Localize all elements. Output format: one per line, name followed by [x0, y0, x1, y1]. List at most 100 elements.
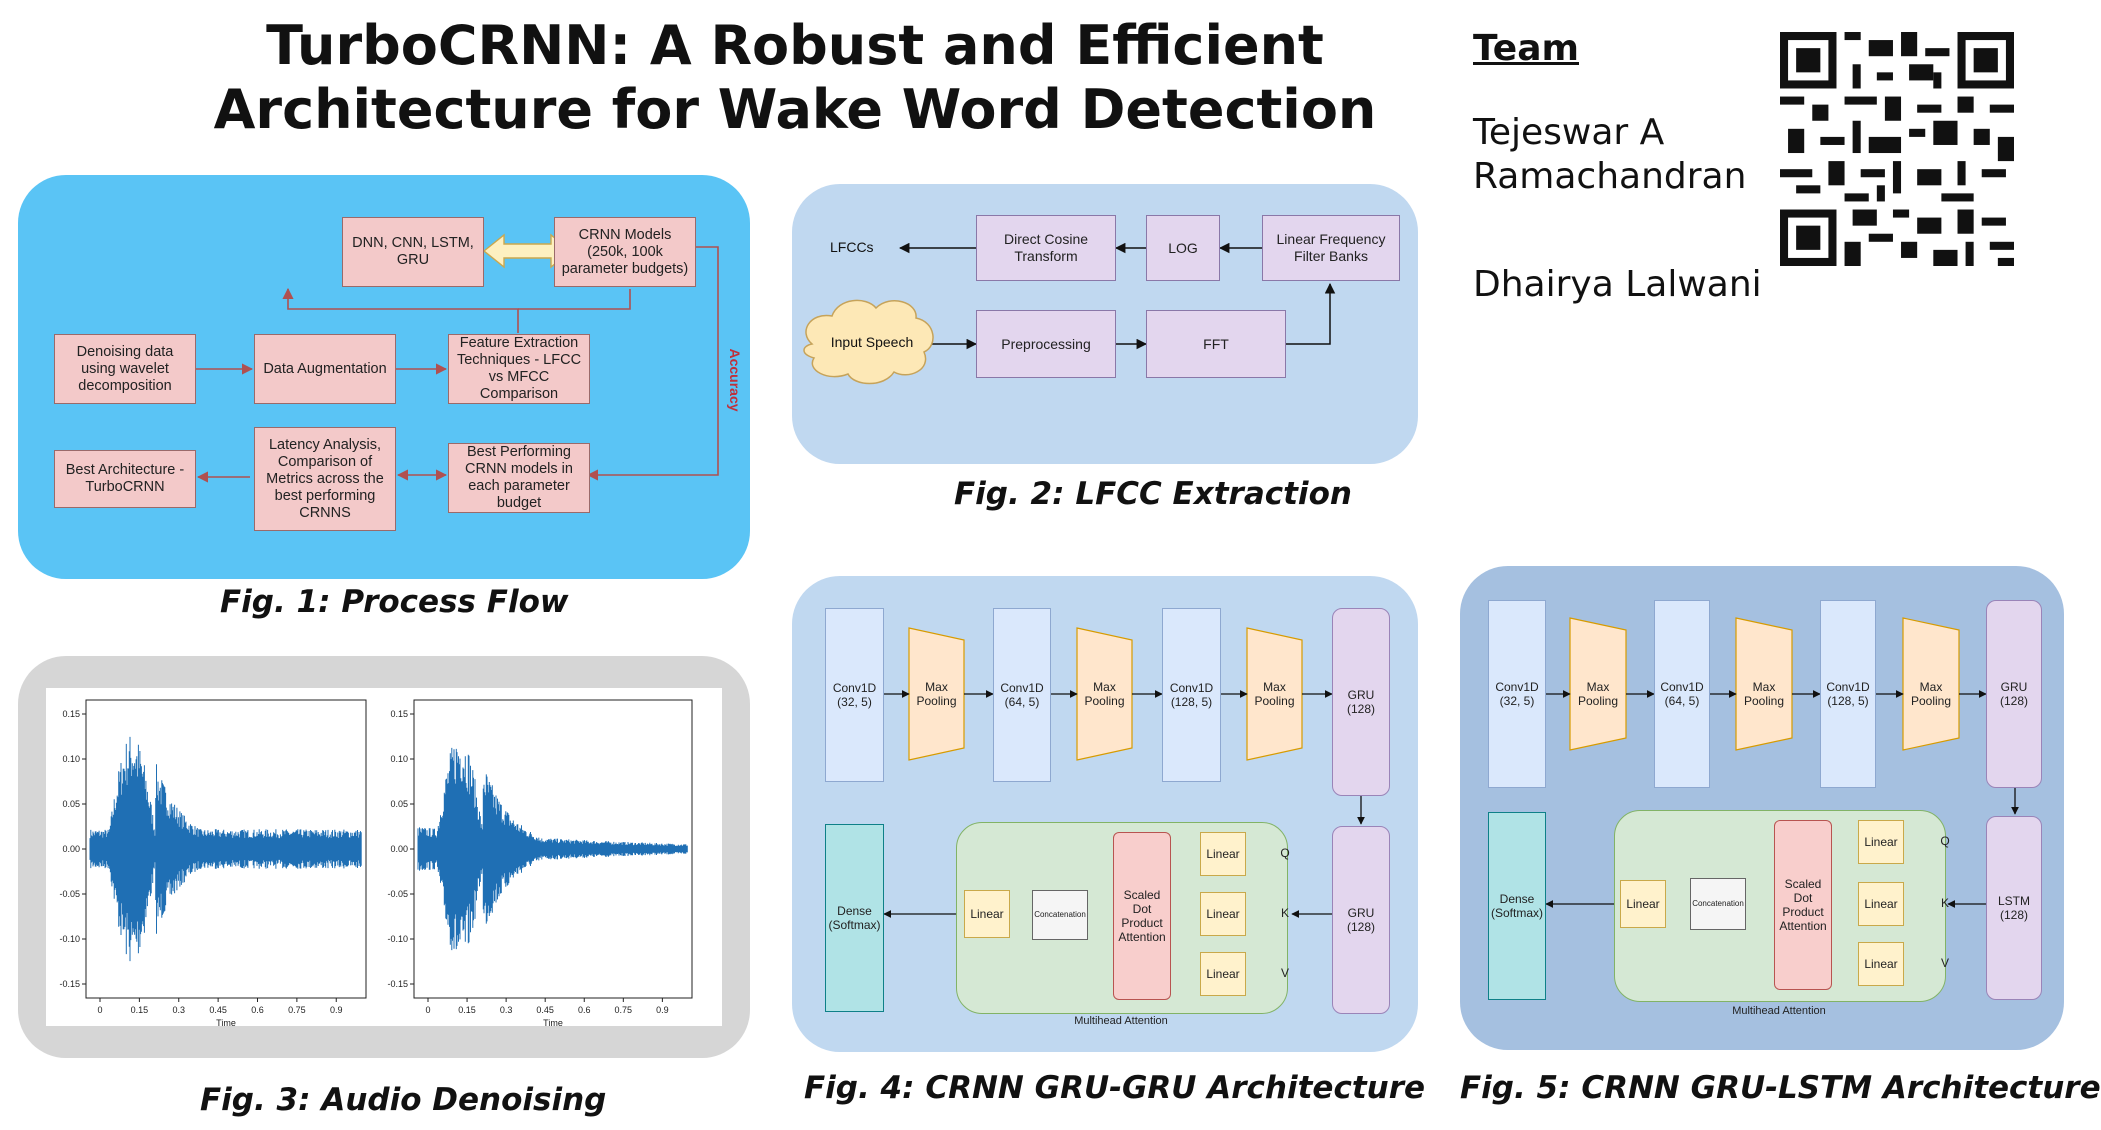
- fig5-rnn1-box: GRU (128): [1986, 600, 2042, 788]
- fig5-conv3-box: Conv1D (128, 5): [1820, 600, 1876, 788]
- fig4-k-label: K: [1280, 906, 1289, 920]
- fig3-original-ytick-label: 0.00: [62, 844, 80, 854]
- fig5-k-label: K: [1940, 896, 1949, 910]
- fig3-denoised-ytick-label: 0.05: [390, 799, 408, 809]
- fig4-mha-label: Multihead Attention: [1074, 1015, 1168, 1027]
- fig2-caption: Fig. 2: LFCC Extraction: [954, 476, 1352, 512]
- fig3-original-xtick-label: 0.9: [330, 1005, 343, 1015]
- fig4-conv2-box: Conv1D (64, 5): [993, 608, 1051, 782]
- fig4-linear-v: Linear: [1200, 952, 1246, 996]
- fig3-original-xtick-label: 0.45: [209, 1005, 227, 1015]
- team-member-3: Dhairya Lalwani: [1473, 264, 1762, 305]
- fig5-conv1-box: Conv1D (32, 5): [1488, 600, 1546, 788]
- title-line-2: Architecture for Wake Word Detection: [213, 78, 1377, 141]
- fig5-linear-k: Linear: [1858, 882, 1904, 926]
- fig4-v-label: V: [1280, 966, 1289, 980]
- fig5-linear-v: Linear: [1858, 942, 1904, 986]
- fig1-caption: Fig. 1: Process Flow: [220, 584, 569, 620]
- fig5-rnn2-box: LSTM (128): [1986, 816, 2042, 1000]
- fig3-denoised-ytick-label: 0.15: [390, 709, 408, 719]
- fig3-denoised-waveform: [417, 747, 688, 951]
- fig4-arrows: [883, 627, 1365, 978]
- fig3-denoised-xtick-label: 0.3: [500, 1005, 513, 1015]
- fig5-linear-q: Linear: [1858, 820, 1904, 864]
- fig4-rnn1-box: GRU (128): [1332, 608, 1390, 796]
- fig4-caption: Fig. 4: CRNN GRU-GRU Architecture: [804, 1070, 1426, 1106]
- fig3-denoised-xtick-label: 0.75: [615, 1005, 633, 1015]
- fig3-waveform-svg: 0.15 0.10 0.05 0.00 -0.05 -0.10 -0.15 0 0.15 0.3 0…: [59, 699, 693, 1028]
- fig1-denoise-box: Denoising data using wavelet decompositi…: [54, 334, 196, 404]
- fig5-linear-out: Linear: [1620, 880, 1666, 928]
- fig3-original-xtick-label: 0.3: [172, 1005, 185, 1015]
- fig4-q-label: Q: [1280, 846, 1290, 860]
- fig3-denoised-xtick-label: 0.15: [458, 1005, 476, 1015]
- fig3-denoised-ytick-label: -0.15: [387, 979, 408, 989]
- fig1-best-perf-box: Best Performing CRNN models in each para…: [448, 443, 590, 513]
- fig5-pool1-label: Max Pooling: [1577, 680, 1619, 708]
- fig5-mha-label: Multihead Attention: [1732, 1005, 1826, 1017]
- fig5-dense-box: Dense (Softmax): [1488, 812, 1546, 1000]
- fig4-dense-box: Dense (Softmax): [825, 824, 884, 1012]
- fig3-caption: Fig. 3: Audio Denoising: [200, 1082, 607, 1118]
- fig3-original-waveform: [89, 736, 362, 962]
- fig4-pool3-label: Max Pooling: [1254, 680, 1295, 708]
- fig1-arrows: [196, 233, 719, 483]
- fig4-linear-out: Linear: [964, 890, 1010, 938]
- fig5-conv2-box: Conv1D (64, 5): [1654, 600, 1710, 788]
- fig3-original-ytick-label: 0.10: [62, 754, 80, 764]
- fig3-denoised-xtick-label: 0.6: [578, 1005, 591, 1015]
- fig1-augment-box: Data Augmentation: [254, 334, 396, 404]
- fig3-denoised-xtick-label: 0.45: [536, 1005, 554, 1015]
- fig3-denoised-ytick-label: 0.00: [390, 844, 408, 854]
- fig3-denoised-ytick-label: 0.10: [390, 754, 408, 764]
- fig2-arrows: [803, 242, 1336, 385]
- fig3-original-xtick-label: 0: [97, 1005, 102, 1015]
- fig2-diagram: LFCCs Direct Cosine Transform LOG Linear…: [792, 184, 1418, 464]
- fig5-v-label: V: [1940, 956, 1949, 970]
- fig3-original-ytick-label: -0.10: [59, 934, 80, 944]
- fig3-original-ytick-label: 0.05: [62, 799, 80, 809]
- fig4-concat-box: Concatenation: [1032, 890, 1088, 940]
- fig1-best-arch-box: Best Architecture - TurboCRNN: [54, 450, 196, 508]
- fig1-crnn-models-box: CRNN Models (250k, 100k parameter budget…: [554, 217, 696, 287]
- fig4-diagram: Conv1D (32, 5) Max Pooling Conv1D (64, 5…: [792, 576, 1418, 1052]
- fig3-original-xtick-label: 0.6: [251, 1005, 264, 1015]
- fig4-rnn2-box: GRU (128): [1332, 826, 1390, 1014]
- fig3-original-ytick-label: -0.15: [59, 979, 80, 989]
- fig2-input-cloud: Input Speech: [830, 334, 914, 350]
- fig3-original-ytick-label: -0.05: [59, 889, 80, 899]
- team-heading: Team: [1473, 28, 1579, 69]
- fig5-concat-box: Concatenation: [1690, 878, 1746, 930]
- fig5-caption: Fig. 5: CRNN GRU-LSTM Architecture: [1460, 1070, 2101, 1106]
- fig3-original-xtick-label: 0.15: [131, 1005, 149, 1015]
- fig1-feature-box: Feature Extraction Techniques - LFCC vs …: [448, 334, 590, 404]
- fig2-lffb-box: Linear Frequency Filter Banks: [1262, 215, 1400, 281]
- fig3-original-xtick-label: 0.75: [288, 1005, 306, 1015]
- fig5-pool2-label: Max Pooling: [1743, 680, 1785, 708]
- fig4-linear-k: Linear: [1200, 892, 1246, 936]
- fig4-conv3-box: Conv1D (128, 5): [1162, 608, 1221, 782]
- fig2-fft-box: FFT: [1146, 310, 1286, 378]
- fig4-pool1-label: Max Pooling: [916, 680, 957, 708]
- fig1-dnn-box: DNN, CNN, LSTM, GRU: [342, 217, 484, 287]
- fig1-latency-box: Latency Analysis, Comparison of Metrics …: [254, 427, 396, 531]
- fig3-original-ytick-label: 0.15: [62, 709, 80, 719]
- fig3-denoised-ytick-label: -0.05: [387, 889, 408, 899]
- poster-title: TurboCRNN: A Robust and Efficient Archit…: [160, 14, 1430, 142]
- fig4-linear-q: Linear: [1200, 832, 1246, 876]
- fig4-sdpa-box: Scaled Dot Product Attention: [1113, 832, 1171, 1000]
- fig1-diagram: DNN, CNN, LSTM, GRU CRNN Models (250k, 1…: [18, 175, 750, 579]
- fig3-denoised-xtick-label: 0.9: [656, 1005, 669, 1015]
- fig5-q-label: Q: [1940, 834, 1950, 848]
- fig3-denoised-xtick-label: 0: [425, 1005, 430, 1015]
- fig2-log-box: LOG: [1146, 215, 1220, 281]
- team-member-2: Ramachandran: [1473, 156, 1747, 197]
- fig2-lfccs-label: LFCCs: [830, 239, 874, 255]
- fig4-conv1-box: Conv1D (32, 5): [825, 608, 884, 782]
- fig3-denoised-xlabel: Time: [543, 1018, 563, 1028]
- fig3-denoised-ytick-label: -0.10: [387, 934, 408, 944]
- fig5-arrows: [1545, 617, 2019, 968]
- fig2-dct-box: Direct Cosine Transform: [976, 215, 1116, 281]
- fig3-plots: 0.15 0.10 0.05 0.00 -0.05 -0.10 -0.15 0 0.15 0.3 0…: [46, 688, 722, 1028]
- fig5-sdpa-box: Scaled Dot Product Attention: [1774, 820, 1832, 990]
